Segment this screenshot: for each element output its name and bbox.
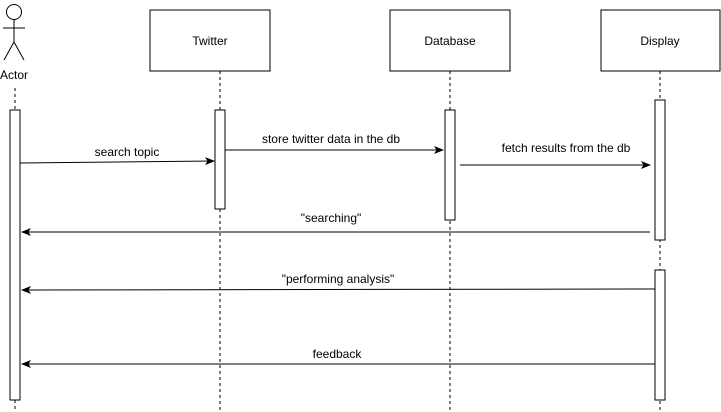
- display-label: Display: [640, 34, 679, 48]
- message-searching-label: "searching": [301, 211, 362, 225]
- message-fetch-results-label: fetch results from the db: [502, 141, 631, 155]
- message-performing-analysis-label: "performing analysis": [282, 272, 395, 286]
- database-label: Database: [424, 34, 476, 48]
- twitter-label: Twitter: [192, 34, 227, 48]
- display-activation-2: [654, 269, 666, 401]
- message-store-data-label: store twitter data in the db: [262, 132, 400, 146]
- actor-figure: [3, 4, 25, 61]
- message-feedback-label: feedback: [313, 347, 363, 361]
- database-activation: [444, 109, 456, 221]
- display-activation-1: [654, 99, 666, 241]
- message-search-topic-arrow: [19, 157, 215, 166]
- actor-activation: [9, 109, 21, 401]
- display-box: [600, 9, 721, 72]
- twitter-activation: [214, 109, 226, 210]
- message-search-topic-label: search topic: [95, 145, 160, 159]
- actor-label: Actor: [0, 68, 28, 82]
- twitter-box: [149, 9, 271, 72]
- message-performing-analysis-arrow: [21, 285, 656, 294]
- database-box: [389, 9, 511, 72]
